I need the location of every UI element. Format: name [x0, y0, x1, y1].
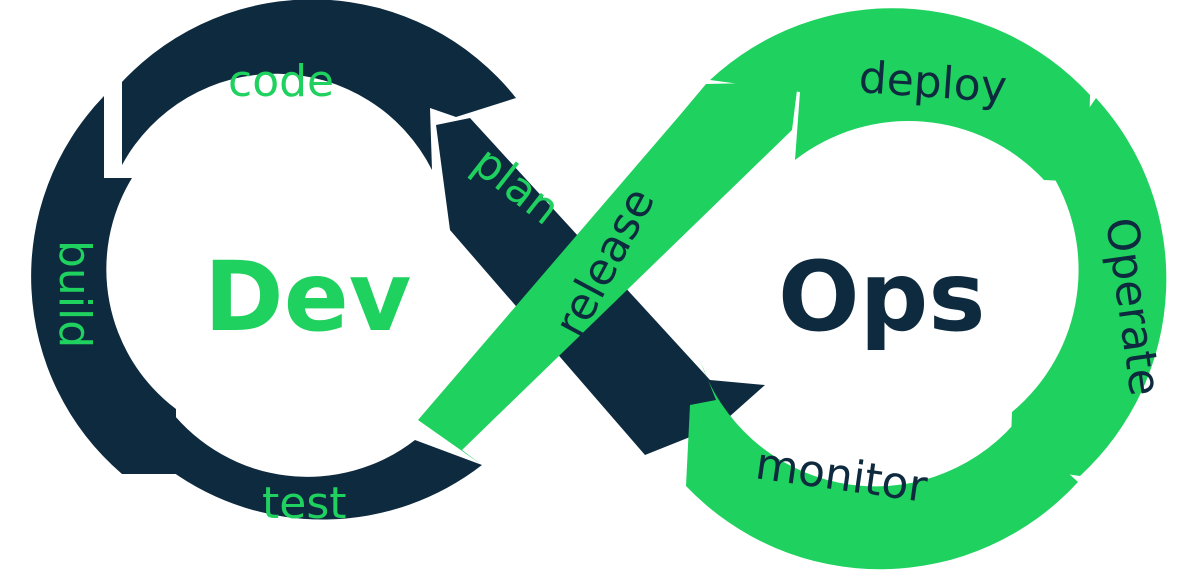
- ops-segment-monitor: [686, 360, 1078, 570]
- ops-segment-deploy: [710, 8, 1090, 182]
- dev-segment-build: [31, 96, 177, 474]
- dev-segment-code: [122, 0, 516, 170]
- ops-loop: [418, 8, 1167, 570]
- label-code: code: [228, 56, 334, 107]
- title-ops: Ops: [778, 241, 985, 353]
- label-deploy: deploy: [857, 52, 1008, 113]
- ops-segment-operate: [1010, 98, 1167, 476]
- label-build: build: [49, 240, 100, 348]
- ops-segment-release: [418, 82, 798, 465]
- dev-segment-test: [170, 410, 482, 520]
- label-test: test: [262, 478, 347, 529]
- title-dev: Dev: [204, 241, 411, 353]
